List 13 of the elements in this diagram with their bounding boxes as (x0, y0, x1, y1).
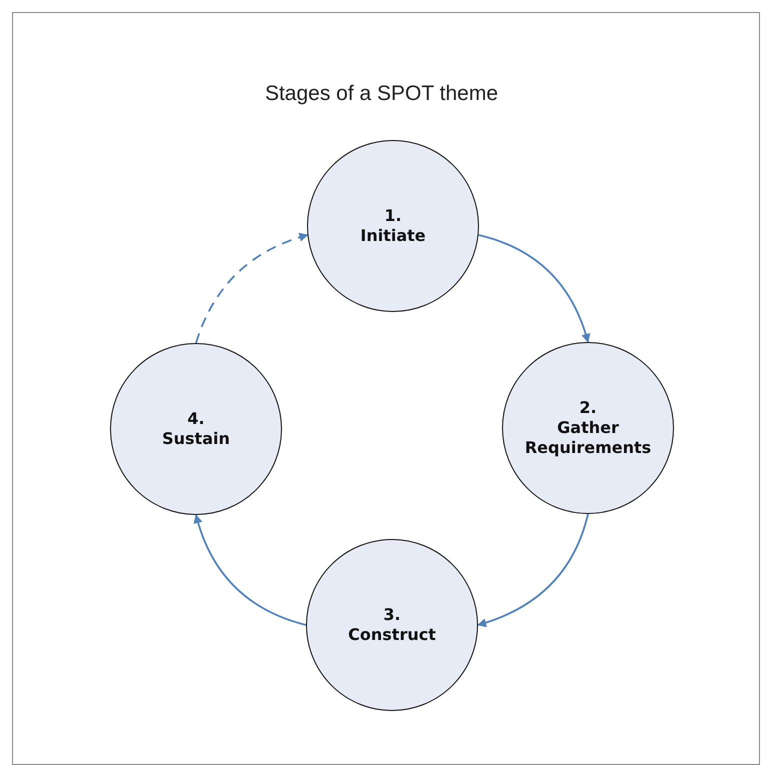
stage-label: Initiate (360, 226, 426, 246)
arrow (194, 514, 306, 626)
arrow (195, 233, 308, 344)
stage-label: Gather Requirements (524, 418, 652, 458)
arrow (477, 514, 589, 627)
stage-label: Sustain (162, 429, 230, 449)
stage-label: 1. (384, 206, 402, 226)
stage-label: 3. (383, 605, 401, 625)
arrow (478, 234, 590, 343)
stage-label: 2. (579, 398, 597, 418)
stage-label: Construct (348, 625, 436, 645)
stage-label: 4. (187, 409, 205, 429)
title: Stages of a SPOT theme (264, 82, 500, 106)
